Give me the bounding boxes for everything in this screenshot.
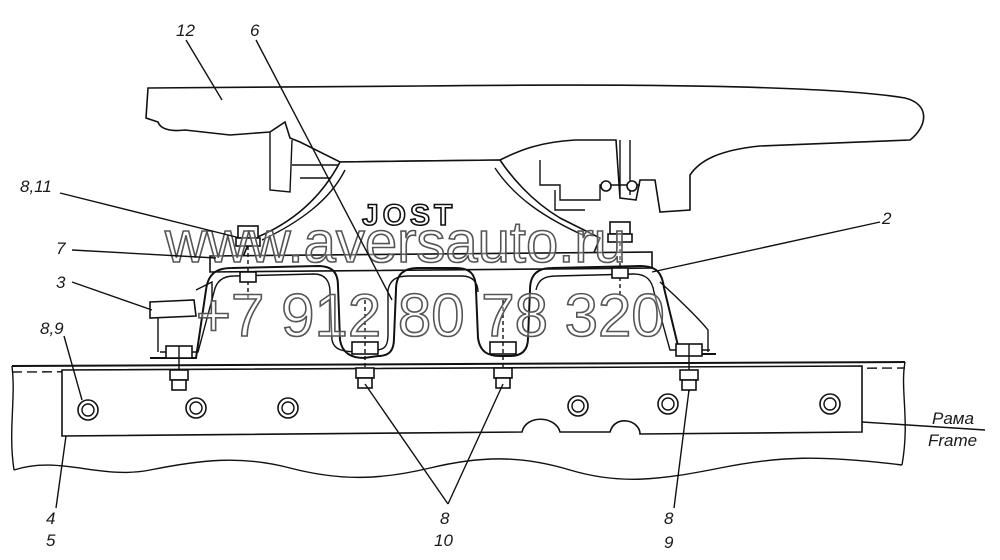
callout-12: 12 xyxy=(176,21,195,40)
callout-7: 7 xyxy=(56,239,66,258)
plate-bolt xyxy=(185,397,207,419)
callout-10: 10 xyxy=(434,531,453,550)
watermark-phone: +7 912 80 78 320 xyxy=(196,282,665,349)
clamp-bolt xyxy=(675,343,703,392)
callout-8-9-left: 8,9 xyxy=(40,319,64,338)
leader-6 xyxy=(255,39,393,301)
plate-bolt xyxy=(277,397,299,419)
leader-8-a xyxy=(364,383,449,505)
callout-8-11: 8,11 xyxy=(20,177,52,196)
callout-4: 4 xyxy=(46,509,55,528)
callout-3: 3 xyxy=(56,273,66,292)
callout-9-right: 9 xyxy=(664,533,674,552)
callout-8-bottom: 8 xyxy=(440,509,450,528)
callout-2: 2 xyxy=(881,209,892,228)
leader-8-b xyxy=(447,383,504,505)
saddle-pedestal: JOST xyxy=(238,159,602,265)
clamp-bolt xyxy=(351,300,379,389)
plate-bolt xyxy=(77,399,99,421)
clamp-bolt xyxy=(489,300,517,389)
callout-5: 5 xyxy=(46,531,56,550)
plate-bolt xyxy=(657,393,679,415)
watermark-site: www.aversauto.ru xyxy=(164,210,626,275)
top-bolt xyxy=(607,221,633,296)
leader-lines xyxy=(55,39,986,509)
clamp-bolts xyxy=(165,221,703,392)
leader-3 xyxy=(71,281,153,311)
mounting-plate xyxy=(61,365,863,437)
leader-4 xyxy=(55,435,67,509)
callout-6: 6 xyxy=(250,21,260,40)
leader-8-11 xyxy=(59,192,241,239)
plate-bolt xyxy=(567,395,589,417)
plate-bolt xyxy=(819,393,841,415)
clamp-bolt xyxy=(165,345,193,391)
callout-8-right: 8 xyxy=(664,509,674,528)
brand-mark: JOST xyxy=(362,199,456,232)
callouts: 12 6 8,11 7 3 8,9 2 4 5 8 10 8 9 Рама Fr… xyxy=(20,21,977,552)
fifth-wheel-plate xyxy=(145,84,925,213)
watermark: www.aversauto.ru +7 912 80 78 320 xyxy=(163,209,665,350)
leader-8-9-left xyxy=(63,335,83,401)
frame-label-en: Frame xyxy=(928,431,977,450)
leader-frame xyxy=(861,421,986,431)
leader-2 xyxy=(651,221,881,273)
top-bolt xyxy=(235,225,261,300)
leader-8-right xyxy=(673,389,690,509)
leader-7 xyxy=(71,249,217,259)
plate-bolts xyxy=(77,393,841,421)
leader-12 xyxy=(185,39,223,101)
frame-label-ru: Рама xyxy=(932,409,974,428)
